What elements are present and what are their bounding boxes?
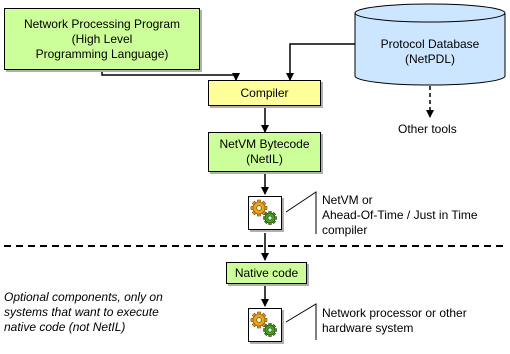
- other-tools-label: Other tools: [398, 122, 457, 136]
- native-code-box: Native code: [226, 262, 307, 284]
- network-program-label: Network Processing Program (High Level P…: [23, 16, 181, 61]
- netvm-annotation: NetVM or Ahead-Of-Time / Just in Time co…: [322, 193, 478, 237]
- callout-netvm: [285, 191, 317, 234]
- protocol-database-cylinder: [354, 3, 506, 86]
- compiler-label: Compiler: [240, 85, 289, 100]
- edge-program-compiler: [101, 70, 240, 81]
- bytecode-box: NetVM Bytecode (NetIL): [208, 132, 321, 172]
- protocol-database-label: Protocol Database (NetPDL): [380, 37, 480, 66]
- edge-database-compiler: [286, 43, 355, 81]
- bytecode-label: NetVM Bytecode (NetIL): [219, 137, 310, 166]
- gears-icon: [250, 311, 277, 337]
- native-code-label: Native code: [234, 265, 299, 280]
- hardware-annotation: Network processor or other hardware syst…: [322, 306, 467, 335]
- netvm-gear-box: [248, 196, 282, 230]
- hardware-gear-box: [248, 308, 282, 342]
- compiler-box: Compiler: [208, 80, 321, 106]
- gears-icon: [250, 199, 277, 225]
- callout-hardware: [285, 303, 317, 340]
- optional-components-note: Optional components, only on systems tha…: [4, 290, 163, 334]
- network-program-box: Network Processing Program (High Level P…: [4, 8, 200, 70]
